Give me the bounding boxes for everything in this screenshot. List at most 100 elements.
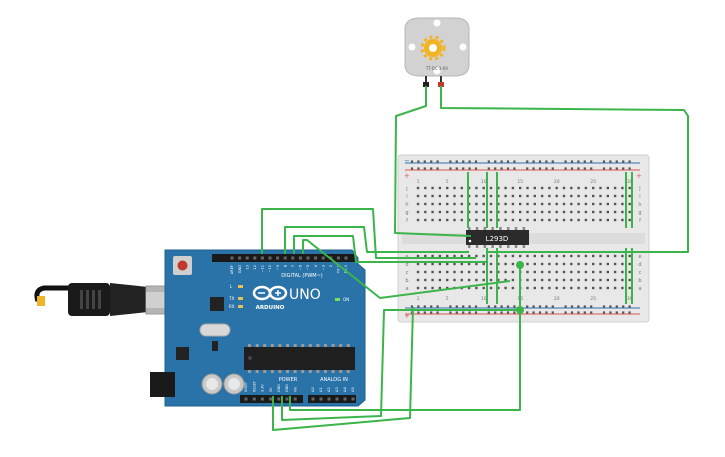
plus-label-right: + xyxy=(636,172,642,180)
row-letter: h xyxy=(638,202,641,208)
motor-terminal-red[interactable] xyxy=(438,82,444,87)
board-brand: ARDUINO xyxy=(256,305,285,311)
analog-pin-label: A1 xyxy=(319,387,323,392)
wire-5v xyxy=(272,306,414,431)
digital-pin-label: ~3 xyxy=(321,265,325,270)
reset-button[interactable] xyxy=(177,260,188,271)
usb-plug-tip xyxy=(37,296,45,306)
wire-motor-b xyxy=(440,86,689,253)
junction-dot xyxy=(516,261,524,269)
analog-pin-label: A4 xyxy=(343,387,347,392)
l-label: L xyxy=(230,284,233,289)
row-letter: f xyxy=(406,218,408,224)
power-section-label: POWER xyxy=(279,377,298,383)
digital-pin-label: ~5 xyxy=(306,265,310,270)
wire-vin xyxy=(289,266,521,411)
row-letter: b xyxy=(638,278,641,284)
analog-header[interactable] xyxy=(308,395,356,403)
column-number: 10 xyxy=(481,296,487,302)
digital-pin-label: 7 xyxy=(291,265,295,267)
crystal xyxy=(199,323,231,337)
power-pin-label: IOREF xyxy=(244,382,248,392)
row-letter: i xyxy=(406,194,407,200)
tx-label: TX xyxy=(228,296,234,301)
digital-pin-label: 13 xyxy=(245,265,249,270)
dc-motor[interactable]: TT-DC 3-6V xyxy=(404,17,470,87)
column-number: 5 xyxy=(446,179,449,185)
analog-pin-label: A0 xyxy=(311,387,315,392)
arduino-logo-icon xyxy=(252,285,288,301)
row-letter: c xyxy=(639,270,642,276)
row-letter: h xyxy=(405,202,408,208)
row-letter: b xyxy=(405,278,408,284)
power-jack[interactable] xyxy=(150,372,175,397)
wire-pin-7 xyxy=(293,235,486,263)
on-label: ON xyxy=(343,297,349,302)
digital-pin-label: ~9 xyxy=(276,264,280,270)
column-number: 1 xyxy=(417,179,420,185)
digital-pin-label: AREF xyxy=(230,265,234,274)
minus-label: − xyxy=(404,157,410,165)
wire-pin-12 xyxy=(261,208,476,259)
chip-label: L293D xyxy=(486,235,509,243)
row-letter: a xyxy=(405,286,408,292)
on-led xyxy=(335,298,340,301)
power-pin-label: Vin xyxy=(293,387,297,392)
column-number: 25 xyxy=(590,179,596,185)
gear-icon xyxy=(420,35,446,61)
digital-pin-label: ~11 xyxy=(261,265,265,273)
wire-motor-a xyxy=(394,86,472,237)
analog-section-label: ANALOG IN xyxy=(320,377,348,383)
row-letter: d xyxy=(638,262,641,268)
analog-pin-label: A3 xyxy=(335,387,339,392)
wire-gnd xyxy=(281,309,520,421)
power-pin-label: GND xyxy=(277,384,281,392)
digital-header[interactable] xyxy=(212,254,355,262)
row-letter: j xyxy=(638,186,640,192)
row-letter: g xyxy=(405,210,408,216)
board-model: UNO xyxy=(289,287,321,303)
column-number: 1 xyxy=(417,296,420,302)
row-letter: i xyxy=(639,194,640,200)
digital-pin-label: RX 0 xyxy=(344,264,348,273)
atmega-chip xyxy=(244,347,355,370)
analog-pin-label: A2 xyxy=(327,387,331,392)
digital-pin-label: GND xyxy=(238,265,242,273)
digital-section-label: DIGITAL (PWM~) xyxy=(281,273,323,279)
digital-pin-label: ~10 xyxy=(268,264,272,272)
row-letter: j xyxy=(405,186,407,192)
power-pin-label: 5V xyxy=(269,387,273,392)
column-number: 30 xyxy=(627,179,633,185)
column-number: 15 xyxy=(517,179,523,185)
row-letter: f xyxy=(639,218,641,224)
digital-pin-label: TX 1 xyxy=(337,265,341,274)
row-letter: g xyxy=(638,210,641,216)
l293d-chip[interactable]: L293D xyxy=(466,230,529,245)
row-letter: a xyxy=(638,286,641,292)
digital-pin-label: 4 xyxy=(314,264,318,267)
wire-pin-8 xyxy=(284,226,469,254)
junction-dot xyxy=(516,306,524,314)
voltage-regulator xyxy=(176,347,189,360)
usb-controller-chip xyxy=(210,297,224,311)
plus-label: + xyxy=(404,172,410,180)
rx-label: RX xyxy=(229,304,235,309)
row-letter: e xyxy=(638,254,641,260)
digital-pin-label: 8 xyxy=(283,264,287,267)
digital-pin-label: 2 xyxy=(329,265,333,267)
usb-cable xyxy=(34,283,175,316)
motor-terminal-black[interactable] xyxy=(423,82,429,87)
column-number: 30 xyxy=(627,296,633,302)
column-number: 10 xyxy=(481,179,487,185)
plus-label-bottom: + xyxy=(404,312,410,320)
digital-pin-label: ~6 xyxy=(299,264,303,270)
wires[interactable] xyxy=(261,86,689,431)
column-number: 20 xyxy=(554,179,560,185)
wire-pin-6 xyxy=(302,239,511,299)
